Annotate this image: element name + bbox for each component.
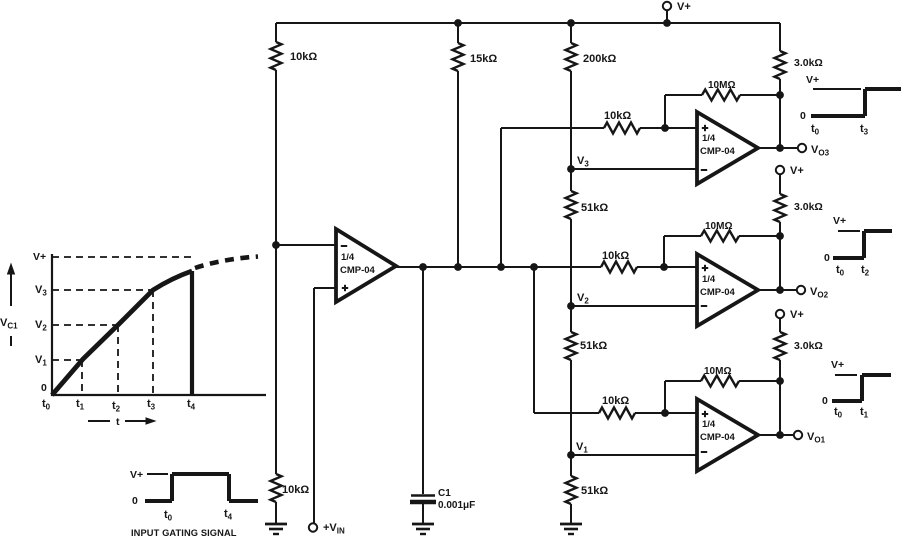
svg-text:t2: t2 bbox=[112, 400, 121, 414]
svg-text:0.001μF: 0.001μF bbox=[438, 500, 475, 511]
svg-text:CMP-04: CMP-04 bbox=[700, 146, 736, 157]
svg-text:10kΩ: 10kΩ bbox=[604, 110, 631, 122]
svg-text:10kΩ: 10kΩ bbox=[602, 250, 629, 262]
svg-text:0: 0 bbox=[824, 252, 830, 264]
svg-text:51kΩ: 51kΩ bbox=[581, 202, 608, 214]
svg-text:0: 0 bbox=[800, 110, 806, 122]
svg-text:10kΩ: 10kΩ bbox=[290, 51, 317, 63]
svg-text:CMP-04: CMP-04 bbox=[340, 265, 376, 276]
svg-text:51kΩ: 51kΩ bbox=[580, 340, 607, 352]
svg-text:t4: t4 bbox=[224, 508, 233, 522]
svg-text:t0: t0 bbox=[836, 264, 845, 278]
svg-text:V+: V+ bbox=[790, 309, 804, 321]
svg-text:10kΩ: 10kΩ bbox=[282, 484, 309, 496]
svg-text:1/4: 1/4 bbox=[702, 419, 716, 430]
svg-text:0: 0 bbox=[822, 395, 828, 407]
svg-text:10MΩ: 10MΩ bbox=[708, 80, 735, 91]
svg-text:3.0kΩ: 3.0kΩ bbox=[794, 340, 823, 352]
svg-text:C1: C1 bbox=[438, 488, 451, 499]
svg-text:1/4: 1/4 bbox=[702, 133, 716, 144]
svg-text:V+: V+ bbox=[806, 74, 819, 86]
svg-text:3.0kΩ: 3.0kΩ bbox=[794, 57, 823, 69]
svg-text:V+: V+ bbox=[677, 1, 691, 13]
svg-text:t4: t4 bbox=[187, 398, 196, 412]
svg-text:t0: t0 bbox=[811, 123, 820, 137]
svg-text:CMP-04: CMP-04 bbox=[700, 432, 736, 443]
svg-text:V+: V+ bbox=[33, 251, 46, 263]
svg-text:t3: t3 bbox=[860, 123, 869, 137]
svg-text:10kΩ: 10kΩ bbox=[602, 395, 629, 407]
svg-text:V+: V+ bbox=[790, 165, 804, 177]
svg-text:51kΩ: 51kΩ bbox=[581, 485, 608, 497]
svg-text:1/4: 1/4 bbox=[341, 252, 355, 263]
svg-text:t0: t0 bbox=[42, 398, 51, 412]
svg-text:3.0kΩ: 3.0kΩ bbox=[794, 201, 823, 213]
svg-text:t3: t3 bbox=[147, 398, 156, 412]
svg-text:0: 0 bbox=[132, 495, 138, 507]
svg-text:10MΩ: 10MΩ bbox=[705, 221, 732, 232]
svg-text:t0: t0 bbox=[164, 509, 173, 523]
svg-text:t1: t1 bbox=[860, 406, 869, 420]
svg-text:t: t bbox=[116, 416, 120, 428]
svg-text:V+: V+ bbox=[833, 215, 846, 227]
svg-text:15kΩ: 15kΩ bbox=[470, 53, 497, 65]
svg-text:200kΩ: 200kΩ bbox=[583, 53, 616, 65]
svg-text:0: 0 bbox=[41, 382, 47, 394]
svg-text:V+: V+ bbox=[130, 469, 143, 481]
svg-text:t2: t2 bbox=[861, 264, 870, 278]
svg-text:V+: V+ bbox=[831, 359, 844, 371]
svg-text:CMP-04: CMP-04 bbox=[700, 287, 736, 298]
svg-text:t0: t0 bbox=[834, 406, 843, 420]
svg-text:t1: t1 bbox=[76, 398, 85, 412]
svg-text:INPUT GATING SIGNAL: INPUT GATING SIGNAL bbox=[131, 528, 237, 538]
svg-text:1/4: 1/4 bbox=[702, 274, 716, 285]
svg-text:10MΩ: 10MΩ bbox=[704, 366, 731, 377]
